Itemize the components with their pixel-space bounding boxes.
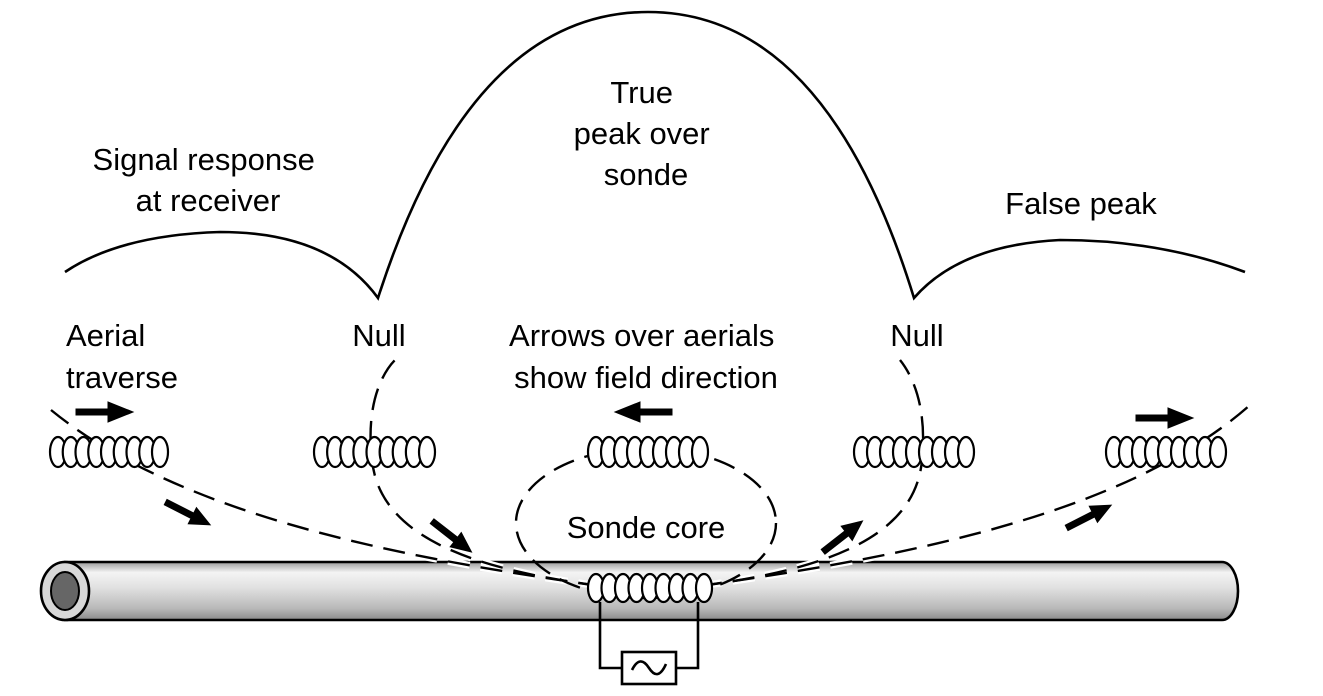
flux-direction-arrows xyxy=(163,498,1113,555)
coil-icon xyxy=(852,435,976,469)
field-direction-arrows xyxy=(75,401,1195,429)
arrow-right-icon xyxy=(1135,407,1195,429)
signal-response-curve xyxy=(64,10,1246,301)
coil-icon xyxy=(586,572,714,604)
null-label-right: Null xyxy=(890,318,943,353)
arrow-left-icon xyxy=(613,401,673,423)
true-peak-label: True peak over sonde xyxy=(574,75,719,192)
aerial-traverse-label: Aerial traverse xyxy=(66,318,178,395)
sonde-core-field-loop xyxy=(514,446,778,600)
labels: Signal response at receiver True peak ov… xyxy=(66,75,1157,545)
arrow-icon xyxy=(429,518,473,553)
arrow-icon xyxy=(163,498,212,526)
coil-icon xyxy=(586,435,710,469)
coil-icon xyxy=(48,435,170,469)
coil-icon xyxy=(1104,435,1228,469)
signal-response-label: Signal response at receiver xyxy=(93,142,324,218)
aerial-coils xyxy=(48,435,1228,469)
coil-icon xyxy=(312,435,437,469)
arrow-icon xyxy=(820,520,864,555)
sonde-coil xyxy=(586,572,714,604)
arrows-note-label: Arrows over aerials show field direction xyxy=(509,318,783,395)
arrow-icon xyxy=(1064,504,1113,532)
sonde-core-label: Sonde core xyxy=(567,510,726,545)
false-peak-label: False peak xyxy=(1005,186,1157,221)
null-label-left: Null xyxy=(352,318,405,353)
oscillator-circuit xyxy=(598,602,700,686)
arrow-right-icon xyxy=(75,401,135,423)
